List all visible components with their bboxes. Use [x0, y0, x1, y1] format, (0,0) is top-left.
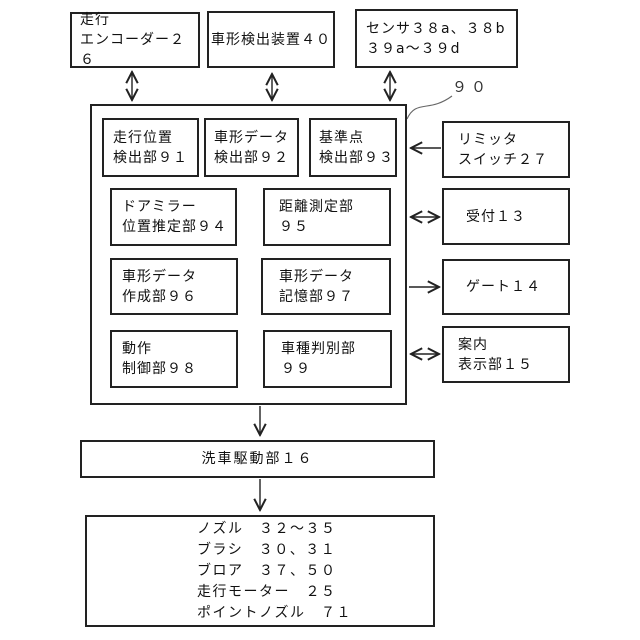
box-distance-measure-unit: 距離測定部 ９５: [263, 188, 391, 246]
controller-ref-number: ９０: [452, 78, 491, 96]
box-shape-detector-label: 車形検出装置４０: [211, 31, 331, 48]
box-wash-drive: 洗車駆動部１６: [80, 440, 435, 478]
box-limit-switch-label: リミッタ スイッチ２７: [458, 131, 548, 168]
box-shape-data-memory-unit-label: 車形データ 記憶部９７: [279, 268, 354, 305]
box-travel-position-unit-label: 走行位置 検出部９１: [113, 129, 188, 166]
box-door-mirror-unit: ドアミラー 位置推定部９４: [110, 188, 237, 246]
box-actuators: ノズル ３２～３５ ブラシ ３０、３１ ブロア ３７、５０ 走行モーター ２５ …: [85, 515, 435, 627]
box-shape-detector: 車形検出装置４０: [207, 11, 335, 68]
box-guide-display: 案内 表示部１５: [442, 326, 570, 383]
box-travel-encoder: 走行 エンコーダー２６: [70, 12, 200, 68]
box-reception-label: 受付１３: [466, 208, 526, 225]
leader-line-90: [406, 95, 453, 120]
box-shape-data-memory-unit: 車形データ 記憶部９７: [261, 258, 391, 315]
box-reference-point-unit-label: 基準点 検出部９３: [319, 129, 394, 166]
box-vehicle-type-unit: 車種判別部 ９９: [263, 330, 392, 388]
box-travel-encoder-label: 走行 エンコーダー２６: [80, 12, 185, 68]
box-gate: ゲート１４: [442, 259, 570, 315]
box-limit-switch: リミッタ スイッチ２７: [442, 121, 570, 178]
box-shape-data-create-unit: 車形データ 作成部９６: [110, 258, 238, 315]
box-travel-position-unit: 走行位置 検出部９１: [102, 118, 199, 177]
box-shape-data-detect-unit-label: 車形データ 検出部９２: [214, 129, 289, 166]
box-actuators-label: ノズル ３２～３５ ブラシ ３０、３１ ブロア ３７、５０ 走行モーター ２５ …: [197, 520, 352, 621]
box-guide-display-label: 案内 表示部１５: [458, 336, 533, 373]
box-sensors: センサ３８a、３８b ３９a～３９d: [355, 9, 518, 68]
box-door-mirror-unit-label: ドアミラー 位置推定部９４: [122, 199, 227, 235]
box-wash-drive-label: 洗車駆動部１６: [201, 451, 314, 467]
box-reception: 受付１３: [442, 188, 570, 245]
box-shape-data-detect-unit: 車形データ 検出部９２: [204, 118, 299, 177]
box-distance-measure-unit-label: 距離測定部 ９５: [279, 199, 354, 235]
box-shape-data-create-unit-label: 車形データ 作成部９６: [122, 268, 197, 305]
box-vehicle-type-unit-label: 車種判別部 ９９: [281, 341, 356, 377]
box-reference-point-unit: 基準点 検出部９３: [309, 118, 397, 177]
box-operation-control-unit-label: 動作 制御部９８: [122, 341, 197, 377]
box-operation-control-unit: 動作 制御部９８: [110, 330, 238, 388]
box-sensors-label: センサ３８a、３８b ３９a～３９d: [366, 20, 506, 57]
box-gate-label: ゲート１４: [466, 279, 541, 295]
